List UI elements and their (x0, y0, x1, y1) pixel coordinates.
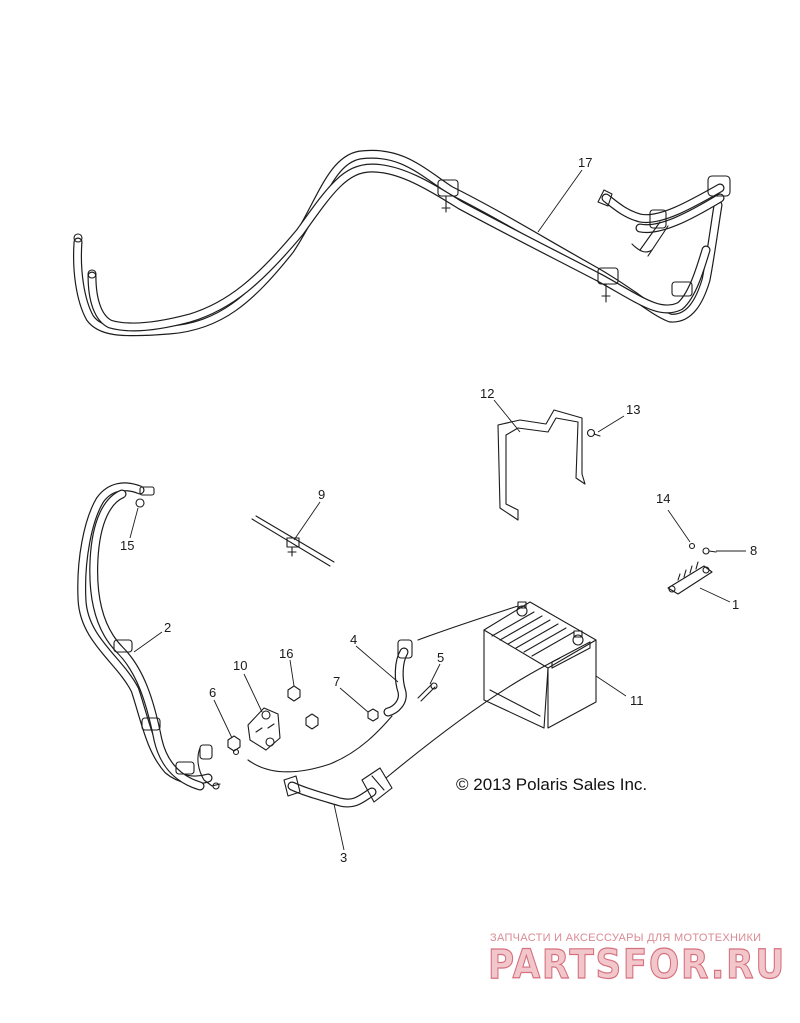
callout-4: 4 (350, 632, 357, 647)
callout-6: 6 (209, 685, 216, 700)
callout-13: 13 (626, 402, 640, 417)
nut-6 (227, 735, 241, 756)
cable-tie-9 (251, 515, 335, 567)
relay-10 (247, 707, 281, 751)
bolt-8 (702, 547, 717, 555)
callout-12: 12 (480, 386, 494, 401)
callout-15: 15 (120, 538, 134, 553)
main-cable-17 (73, 149, 731, 337)
callout-1: 1 (732, 597, 739, 612)
callout-11: 11 (630, 693, 644, 708)
callouts: 17 12 13 14 8 1 9 15 2 10 16 6 7 4 5 11 (120, 155, 757, 865)
nut-14 (688, 542, 696, 550)
callout-17: 17 (578, 155, 592, 170)
nut-7 (367, 708, 379, 722)
callout-9: 9 (318, 487, 325, 502)
cable-4 (247, 639, 413, 773)
bolt-5 (417, 682, 438, 702)
battery-11 (417, 601, 597, 729)
callout-8: 8 (750, 543, 757, 558)
screw-13 (586, 428, 601, 438)
terminal-block-1 (667, 561, 713, 595)
callout-3: 3 (340, 850, 347, 865)
callout-5: 5 (437, 650, 444, 665)
copyright-notice: © 2013 Polaris Sales Inc. (456, 775, 647, 794)
callout-10: 10 (233, 658, 247, 673)
cable-2 (77, 482, 221, 791)
bracket-12 (497, 409, 586, 521)
callout-2: 2 (164, 620, 171, 635)
callout-16: 16 (279, 646, 293, 661)
nut-16 (287, 685, 319, 730)
watermark-tagline: ЗАПЧАСТИ И АКСЕССУАРЫ ДЛЯ МОТОТЕХНИКИ (490, 932, 761, 944)
watermark-logo: PARTSFOR.RU (488, 942, 786, 988)
cable-3 (283, 657, 561, 808)
callout-14: 14 (656, 491, 670, 506)
callout-7: 7 (333, 674, 340, 689)
fitting-15 (135, 498, 145, 508)
watermark: ЗАПЧАСТИ И АКСЕССУАРЫ ДЛЯ МОТОТЕХНИКИ PA… (487, 932, 786, 989)
